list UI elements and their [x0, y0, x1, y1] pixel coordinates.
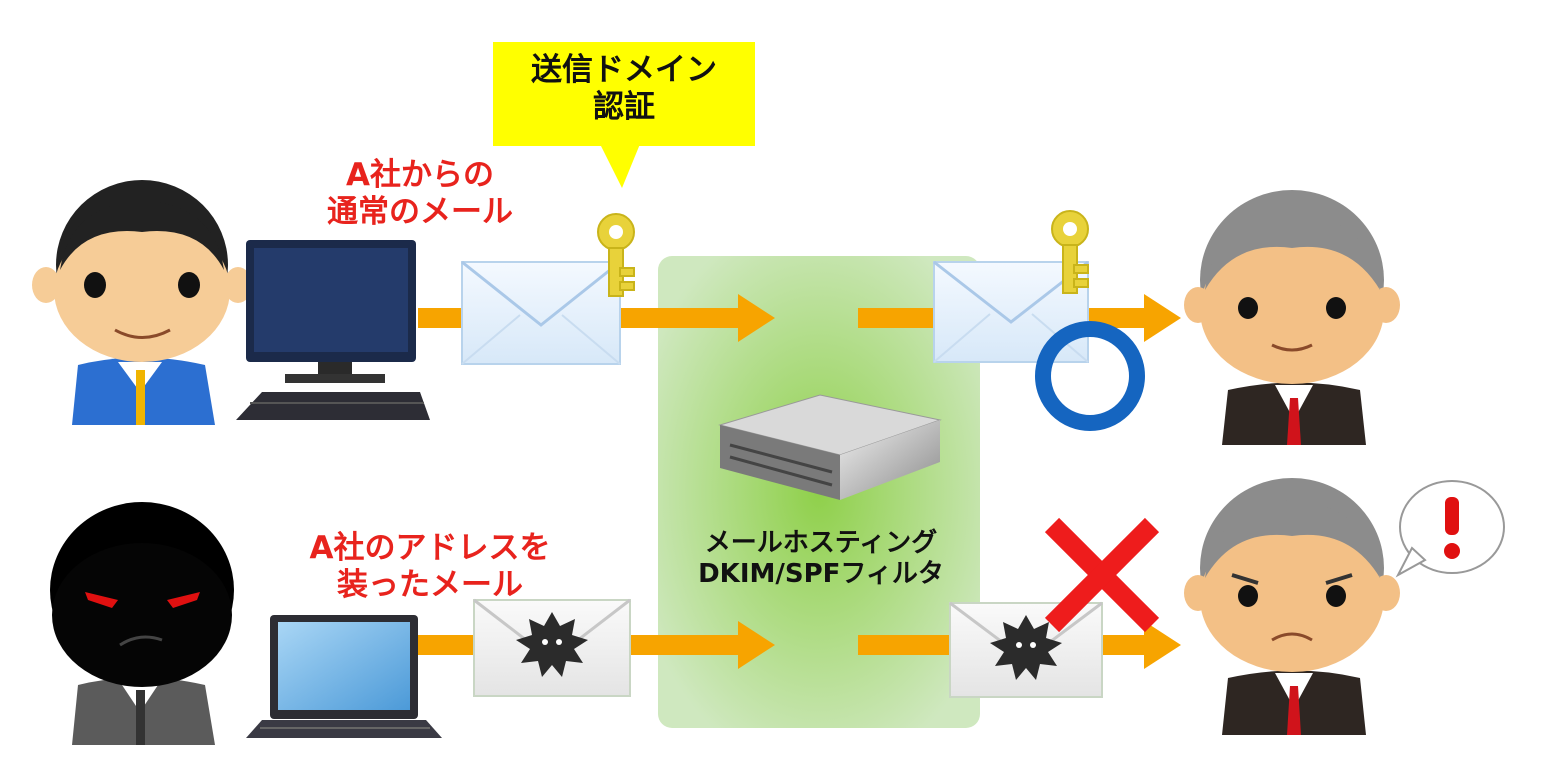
- laptop-icon: [246, 615, 442, 738]
- legit-mail-line2: 通常のメール: [300, 194, 540, 231]
- spoof-mail-line2: 装ったメール: [285, 567, 575, 604]
- person-icon: [1184, 478, 1400, 735]
- filter-line1: メールホスティング: [660, 528, 982, 559]
- exclamation-icon: [1398, 481, 1504, 575]
- filter-label: メールホスティング DKIM/SPFフィルタ: [660, 528, 982, 590]
- envelope-icon: [462, 262, 620, 364]
- spoof-mail-label: A社のアドレスを 装ったメール: [285, 530, 575, 604]
- person-icon: [32, 180, 252, 425]
- callout-label: 送信ドメイン 認証: [495, 52, 753, 126]
- callout-line2: 認証: [495, 89, 753, 126]
- spoof-mail-line1: A社のアドレスを: [285, 530, 575, 567]
- person-icon: [1184, 190, 1400, 445]
- legit-mail-line1: A社からの: [300, 157, 540, 194]
- desktop-computer-icon: [236, 240, 430, 420]
- hacker-icon: [50, 502, 234, 745]
- circle-pass-icon: [1043, 329, 1137, 423]
- filter-line2: DKIM/SPFフィルタ: [660, 559, 982, 590]
- callout-line1: 送信ドメイン: [495, 52, 753, 89]
- legit-mail-label: A社からの 通常のメール: [300, 157, 540, 231]
